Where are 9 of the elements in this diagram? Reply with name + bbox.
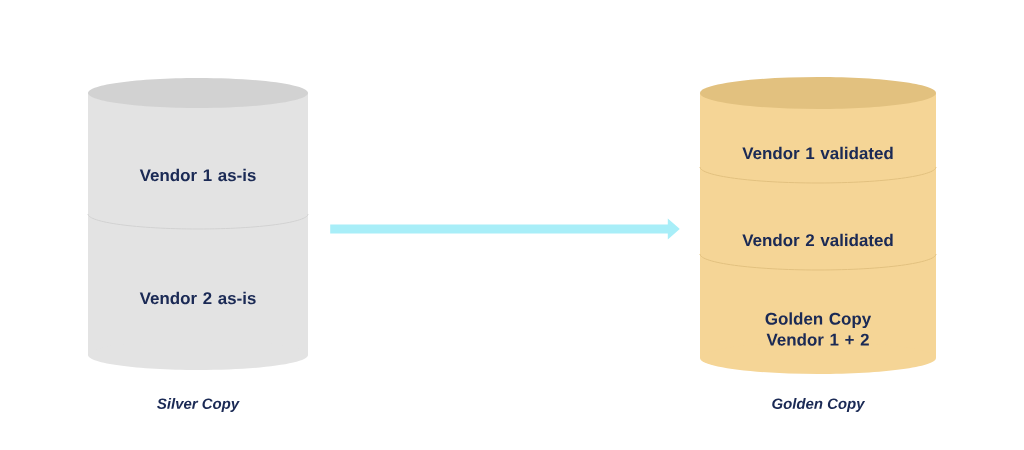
band-label: Vendor 2 validated	[742, 233, 893, 247]
cylinder	[87, 78, 309, 370]
band-label: Vendor 2 as-is	[139, 291, 256, 305]
node-label: Silver Copy	[157, 398, 240, 412]
band-label: Golden Copy Vendor 1 + 2	[765, 312, 872, 346]
band-label: Vendor 1 as-is	[139, 168, 256, 182]
band-label: Vendor 1 validated	[742, 146, 893, 160]
cylinder	[699, 77, 937, 374]
node-label: Golden Copy	[772, 398, 866, 412]
